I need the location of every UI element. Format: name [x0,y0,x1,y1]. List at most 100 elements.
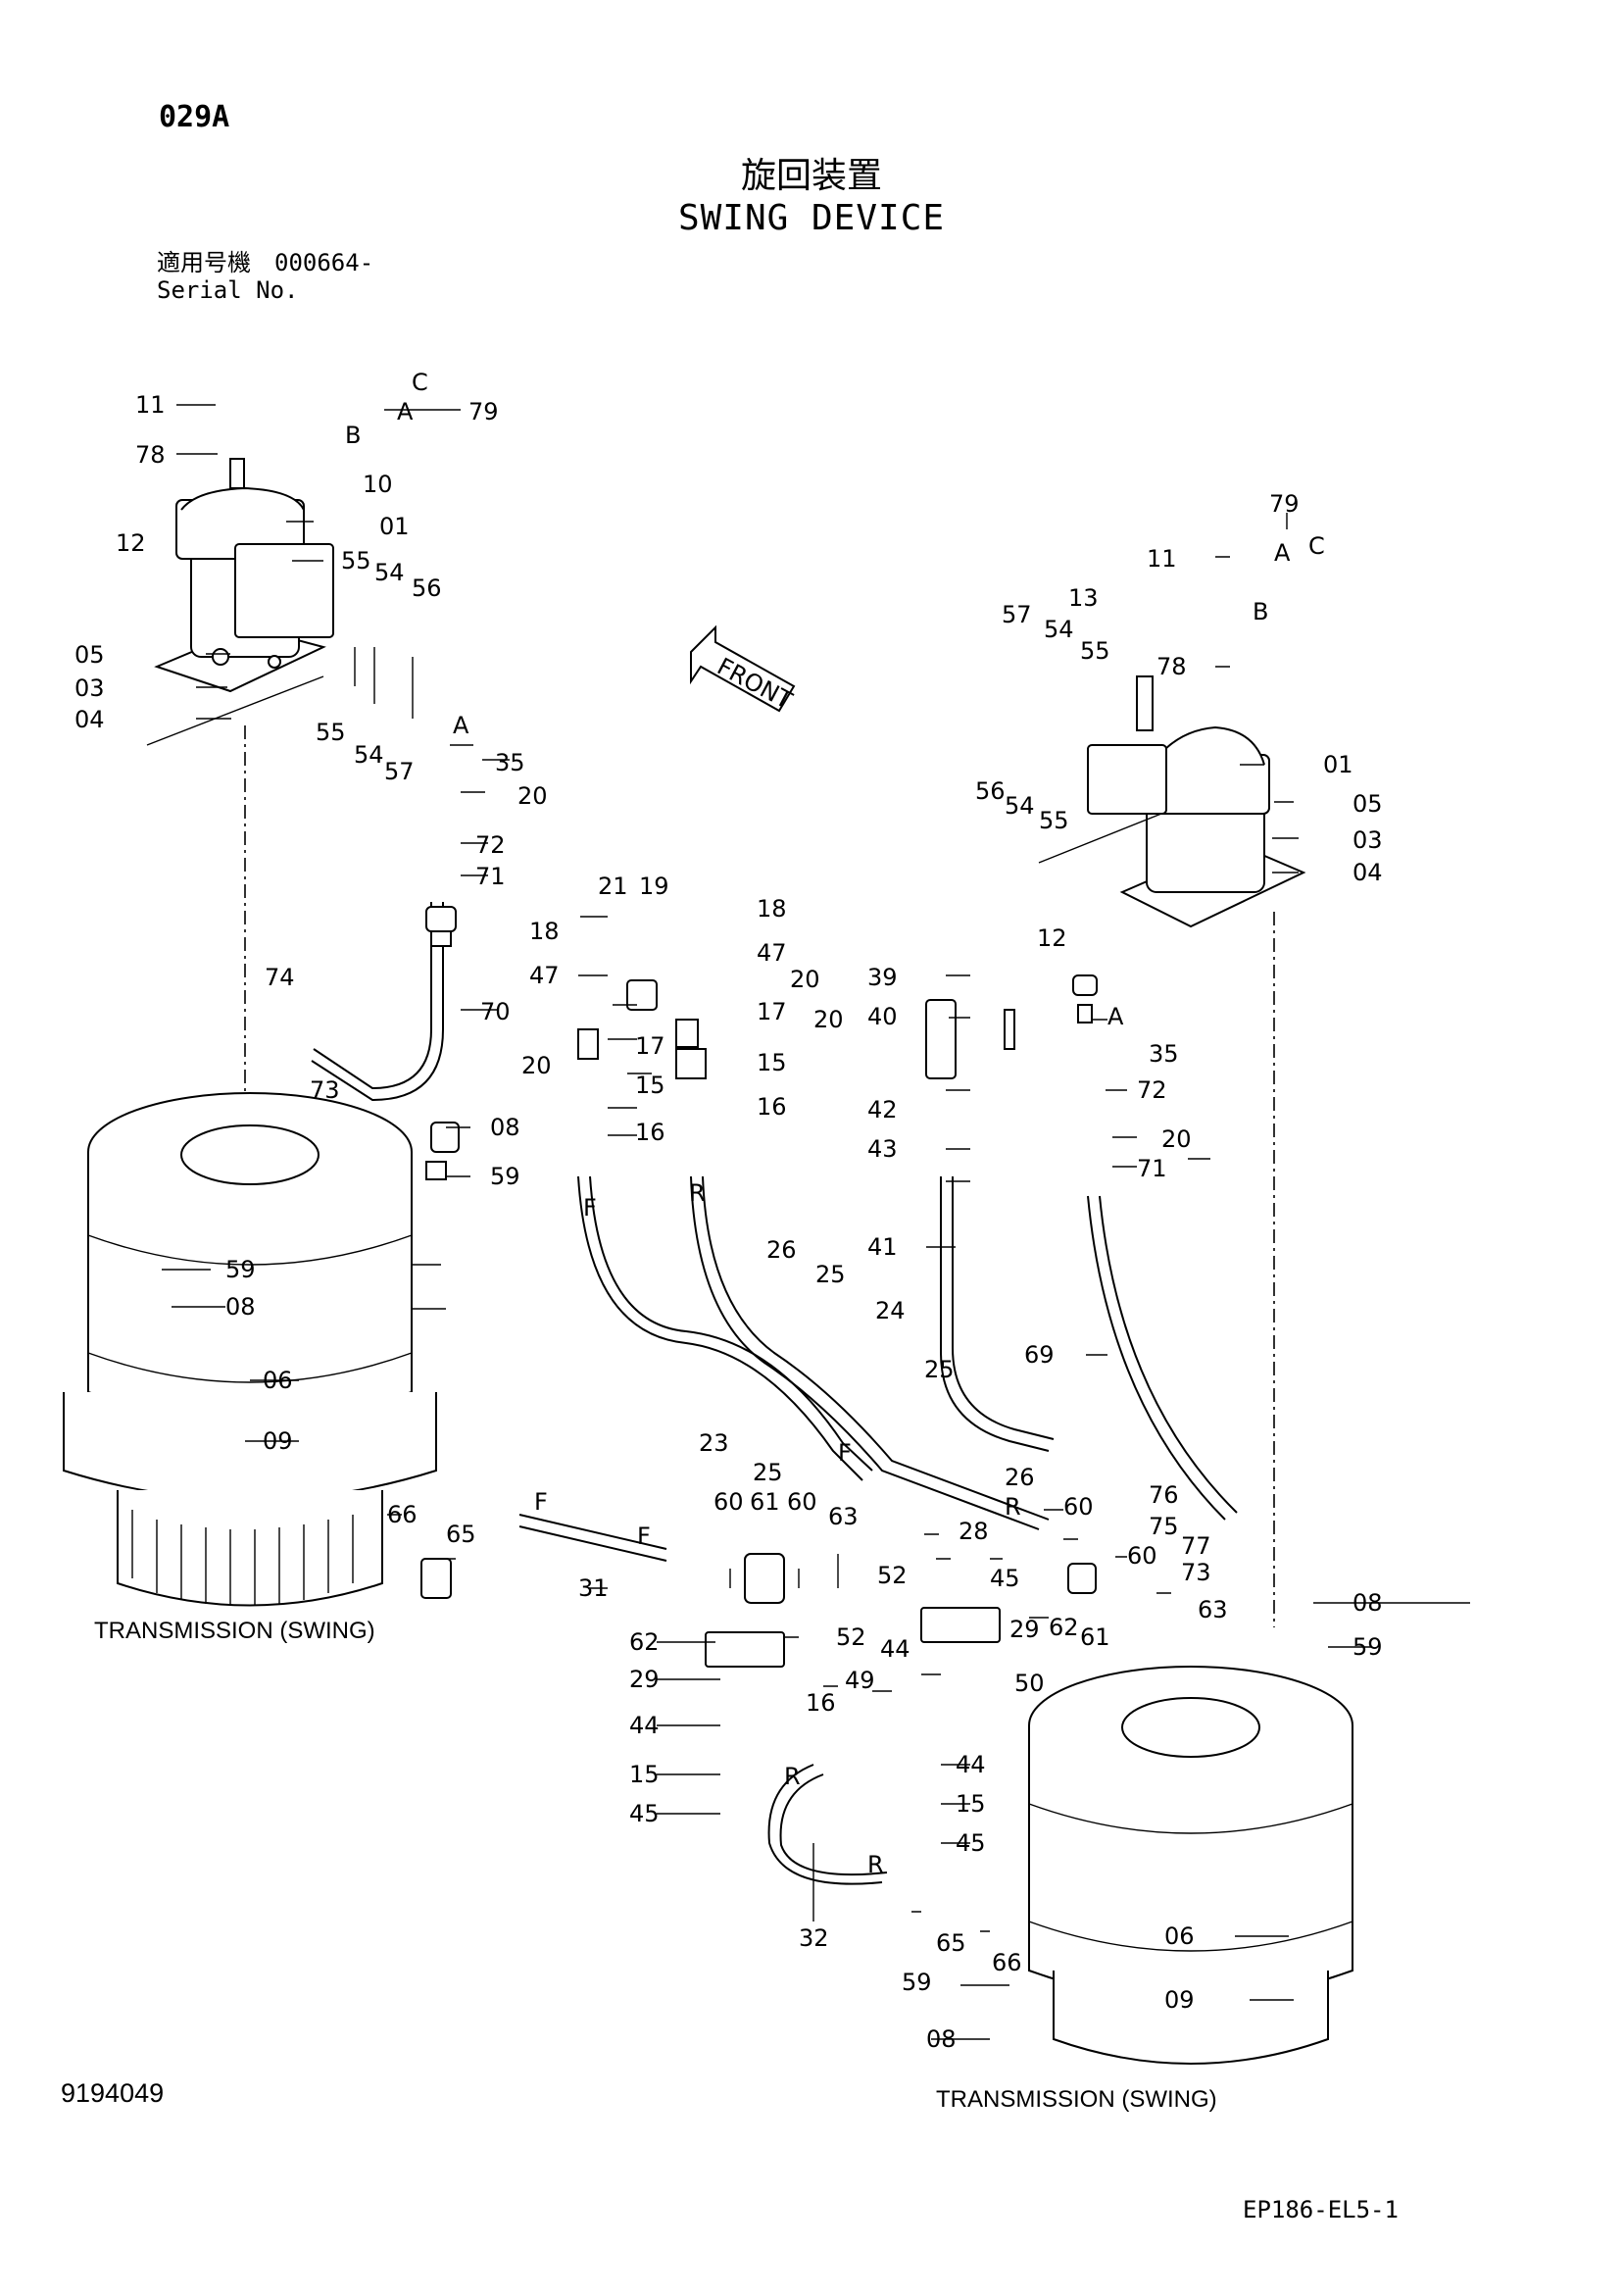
callout-79: 79 [468,398,499,425]
callout-25: 25 [924,1356,955,1383]
serial-label-english: Serial No. [157,276,299,304]
callout-40: 40 [867,1003,898,1030]
callout-08: 08 [490,1114,520,1141]
callout-13: 13 [1068,584,1099,612]
sub-label-c-left: C [412,369,428,396]
sub-label-a-left-35: A [453,712,469,739]
callout-15: 15 [635,1072,665,1099]
callout-52: 52 [877,1562,908,1589]
callout-08: 08 [926,2025,957,2053]
callout-18: 18 [529,918,560,945]
callout-60: 60 [713,1488,744,1516]
callout-03: 03 [74,674,105,702]
callout-71: 71 [475,863,506,890]
callout-74: 74 [265,964,295,991]
callout-16: 16 [806,1689,836,1717]
callout-59: 59 [902,1969,932,1996]
callout-01: 01 [1323,751,1353,778]
hose-label-r3: R [784,1763,801,1790]
fittings [420,906,1098,1668]
callout-20: 20 [790,966,820,993]
callout-55: 55 [1039,807,1069,834]
callout-59: 59 [1352,1633,1383,1661]
callout-63: 63 [1198,1596,1228,1623]
callout-31: 31 [578,1574,609,1602]
callout-65: 65 [936,1929,966,1957]
callout-26: 26 [766,1236,797,1264]
callout-59: 59 [225,1256,256,1283]
callout-54: 54 [1044,616,1074,643]
callout-39: 39 [867,964,898,991]
serial-number-block: 適用号機 000664- Serial No. [157,249,373,304]
callout-05: 05 [1352,790,1383,818]
callout-60: 60 [1063,1493,1094,1521]
callout-23: 23 [699,1429,729,1457]
hose-label-f1: F [583,1194,597,1222]
callout-12: 12 [116,529,146,557]
sub-assembly-letters: C A B A A B C A F R F R F F R R [345,369,1325,1878]
drawing-number: 9194049 [61,2078,165,2108]
callout-47: 47 [529,962,560,989]
callout-77: 77 [1181,1532,1211,1560]
callout-72: 72 [475,831,506,859]
callout-47: 47 [757,939,787,967]
callout-50: 50 [1014,1670,1045,1697]
callout-56: 56 [975,777,1006,805]
callout-57: 57 [384,758,415,785]
callout-16: 16 [635,1119,665,1146]
hose-label-f3: F [534,1488,548,1516]
sub-label-b-right: B [1253,598,1268,625]
callout-29: 29 [1009,1616,1040,1643]
callout-57: 57 [1002,601,1032,628]
callout-leaders [162,404,1470,2040]
callout-43: 43 [867,1135,898,1163]
callout-66: 66 [387,1501,418,1528]
callout-16: 16 [757,1093,787,1121]
callout-21: 21 [598,873,628,900]
callout-44: 44 [629,1712,660,1739]
callout-61: 61 [1080,1623,1110,1651]
callout-01: 01 [379,513,410,540]
callout-73: 73 [1181,1559,1211,1586]
sub-label-a-right: A [1274,539,1291,567]
title-japanese: 旋回装置 [740,156,882,196]
front-arrow: FRONT [690,624,797,715]
callout-04: 04 [1352,859,1383,886]
callout-11: 11 [135,391,166,419]
callout-54: 54 [354,741,384,769]
callout-06: 06 [1164,1922,1195,1950]
callout-20: 20 [521,1052,552,1079]
callout-20: 20 [813,1006,844,1033]
callout-28: 28 [959,1518,989,1545]
sub-label-c-right: C [1308,532,1325,560]
callout-45: 45 [990,1565,1020,1592]
callout-06: 06 [263,1367,293,1394]
callout-76: 76 [1149,1481,1179,1509]
callout-69: 69 [1024,1341,1055,1369]
callout-09: 09 [1164,1986,1195,2014]
transmission-left-label: TRANSMISSION (SWING) [94,1618,375,1644]
callout-25: 25 [753,1459,783,1486]
callout-15: 15 [956,1790,986,1818]
transmission-left [63,1092,437,1607]
swing-motor-right [1038,675,1306,1627]
hoses [311,902,1238,1885]
hose-label-f4: F [637,1522,651,1550]
callout-20: 20 [1161,1125,1192,1153]
callout-41: 41 [867,1233,898,1261]
callout-25: 25 [815,1261,846,1288]
callout-59: 59 [490,1163,520,1190]
callout-79: 79 [1269,490,1300,518]
callout-52: 52 [836,1623,866,1651]
callout-78: 78 [1156,653,1187,680]
callout-60: 60 [787,1488,817,1516]
callout-05: 05 [74,641,105,669]
callout-49: 49 [845,1667,875,1694]
callout-56: 56 [412,574,442,602]
callout-62: 62 [629,1628,660,1656]
callout-54: 54 [1005,792,1035,820]
callout-10: 10 [363,471,393,498]
callout-12: 12 [1037,924,1067,952]
callout-54: 54 [374,559,405,586]
